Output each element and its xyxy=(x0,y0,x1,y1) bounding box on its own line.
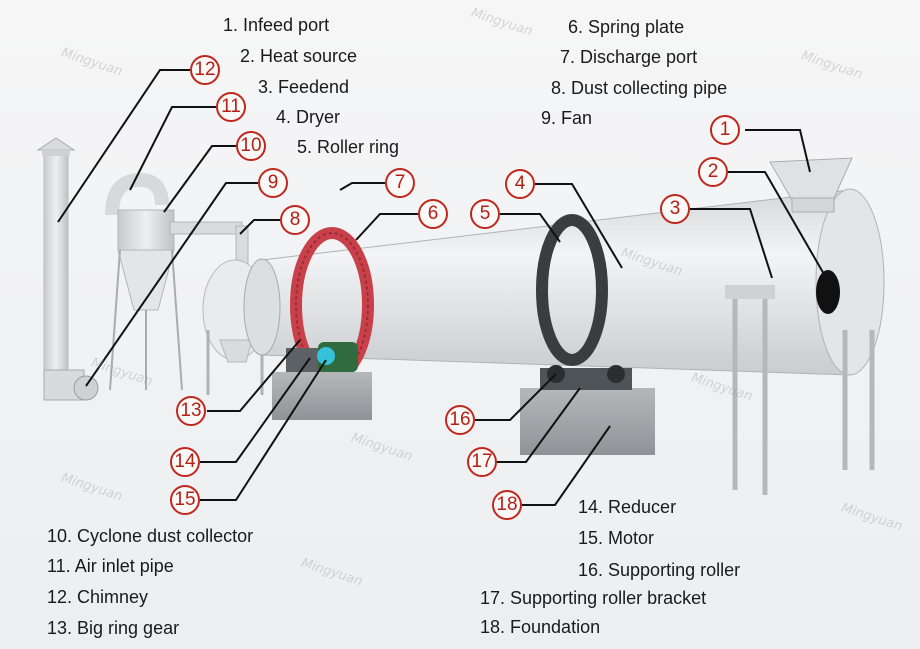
callout-6: 6 xyxy=(418,199,448,229)
legend-item-1: 1. Infeed port xyxy=(223,15,330,35)
legend-item-9: 9. Fan xyxy=(541,108,593,128)
callout-12: 12 xyxy=(190,55,220,85)
dryer-drum xyxy=(243,188,885,376)
legend-item-6: 6. Spring plate xyxy=(568,17,685,37)
legend-item-17: 17. Supporting roller bracket xyxy=(480,588,707,608)
foundations xyxy=(272,372,655,455)
cyclone-dust-collector xyxy=(105,172,183,391)
legend-item-15: 15. Motor xyxy=(578,528,655,548)
legend-item-4: 4. Dryer xyxy=(276,107,341,127)
infeed-port xyxy=(769,157,853,213)
leader-lines xyxy=(57,69,833,506)
legend-item-12: 12. Chimney xyxy=(47,587,149,607)
callout-4: 4 xyxy=(505,169,535,199)
callout-15: 15 xyxy=(170,485,200,515)
callout-5: 5 xyxy=(470,199,500,229)
legend-item-18: 18. Foundation xyxy=(480,617,601,637)
roller-ring xyxy=(536,214,608,366)
callout-16: 16 xyxy=(445,405,475,435)
legend-item-16: 16. Supporting roller xyxy=(578,560,741,580)
callout-9: 9 xyxy=(258,168,288,198)
legend-item-3: 3. Feedend xyxy=(258,77,350,97)
chimney xyxy=(36,137,76,391)
callout-13: 13 xyxy=(176,396,206,426)
legend-item-2: 2. Heat source xyxy=(240,46,358,66)
callout-8: 8 xyxy=(280,205,310,235)
callout-1: 1 xyxy=(710,115,740,145)
callout-11: 11 xyxy=(216,92,246,122)
callout-7: 7 xyxy=(385,168,415,198)
legend-item-14: 14. Reducer xyxy=(578,497,677,517)
fan xyxy=(43,369,99,401)
feedend-stand xyxy=(725,285,875,495)
legend-item-10: 10. Cyclone dust collector xyxy=(47,526,254,546)
callout-3: 3 xyxy=(660,194,690,224)
legend-item-8: 8. Dust collecting pipe xyxy=(551,78,728,98)
dust-collecting-pipe xyxy=(169,221,249,267)
callout-14: 14 xyxy=(170,447,200,477)
callout-17: 17 xyxy=(467,447,497,477)
legend-item-11: 11. Air inlet pipe xyxy=(47,556,174,576)
callout-18: 18 xyxy=(492,490,522,520)
legend-item-7: 7. Discharge port xyxy=(560,47,698,67)
callout-2: 2 xyxy=(698,157,728,187)
legend-item-13: 13. Big ring gear xyxy=(47,618,180,638)
legend-item-5: 5. Roller ring xyxy=(297,137,400,157)
callout-10: 10 xyxy=(236,131,266,161)
supporting-roller-bracket xyxy=(540,365,632,390)
